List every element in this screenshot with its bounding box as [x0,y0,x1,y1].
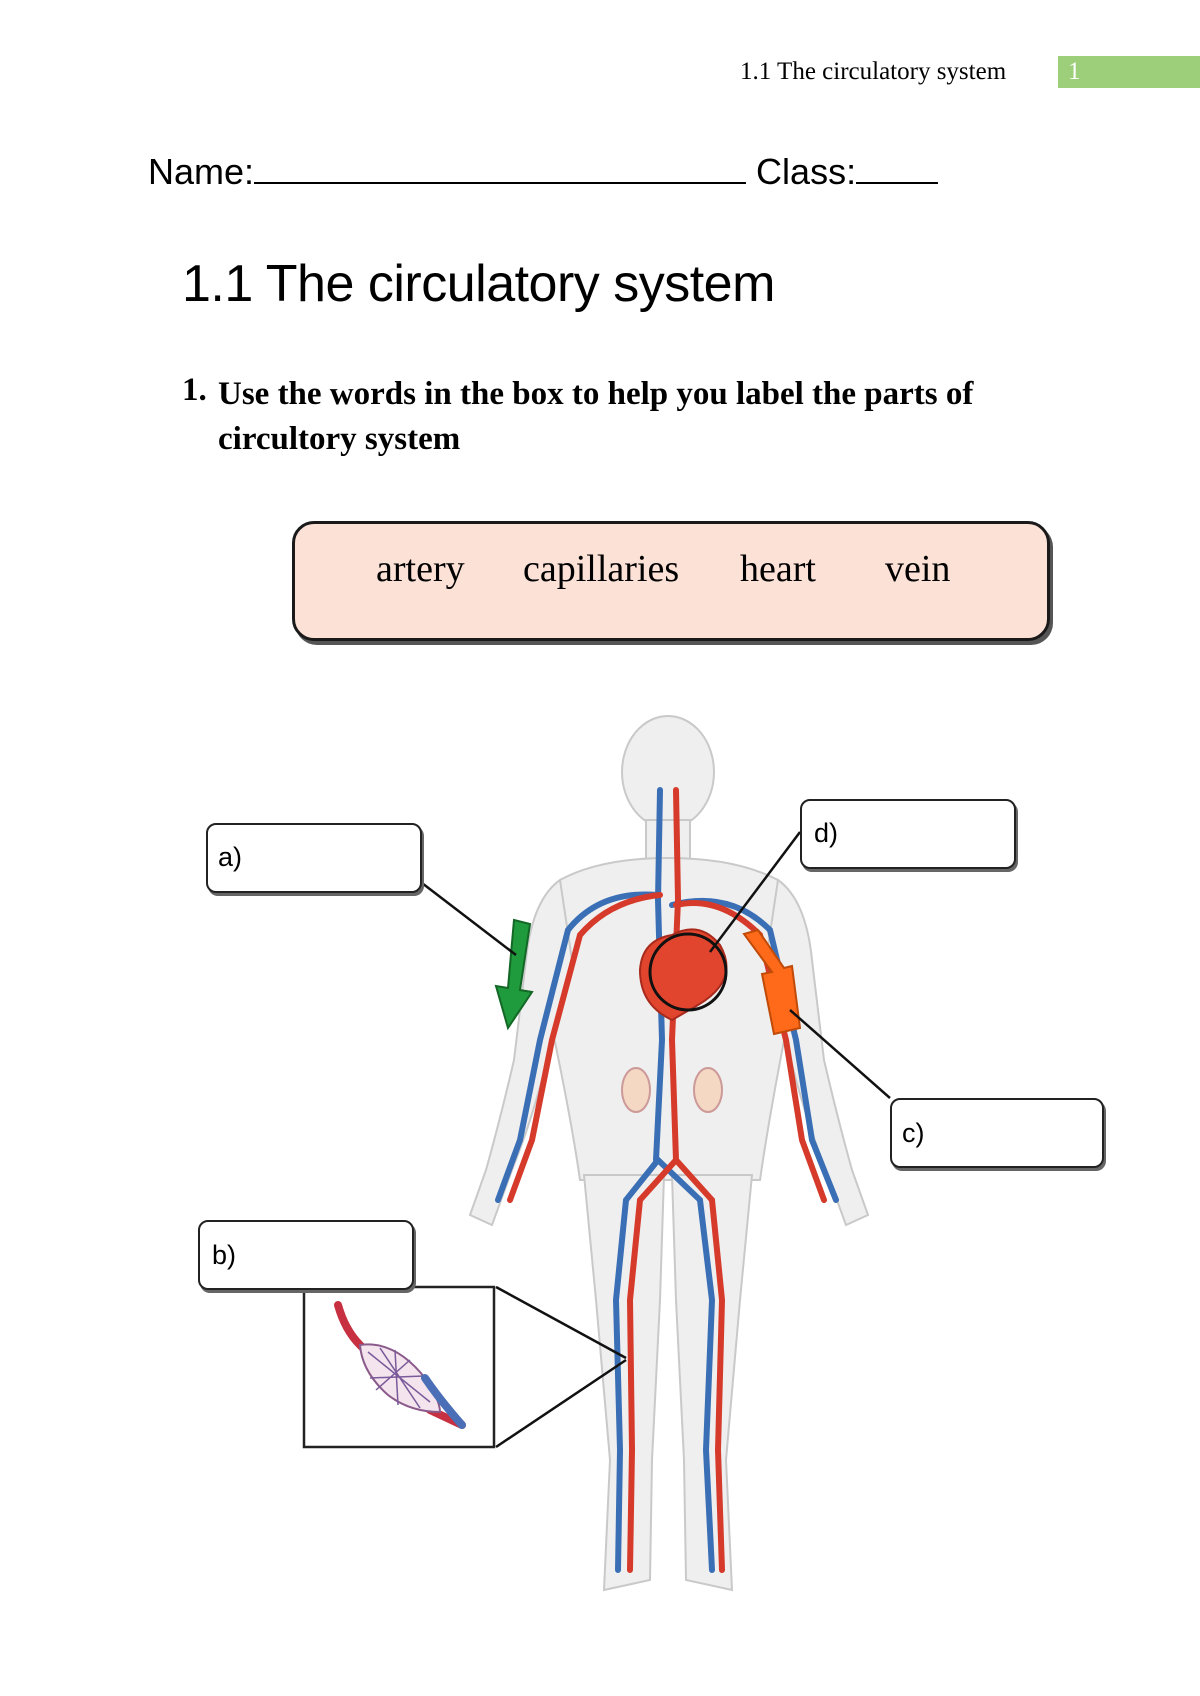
word-vein: vein [885,548,951,590]
label-c: c) [902,1118,925,1148]
label-box-c[interactable] [890,1098,1104,1168]
name-label: Name: [148,151,255,192]
orange-arrow [742,928,802,1036]
page-number: 1 [1068,58,1081,85]
question-text: Use the words in the box to help you lab… [218,376,974,457]
page-title: 1.1 The circulatory system [182,255,775,313]
page-number-bar [1058,56,1200,88]
running-header-title: 1.1 The circulatory system [740,58,1007,85]
label-box-d[interactable] [800,799,1016,869]
heart-highlight-circle [648,932,728,1012]
name-class-line: Name: Class: [148,150,939,193]
label-b: b) [212,1240,237,1270]
class-label: Class: [756,151,857,192]
class-field[interactable] [856,150,939,184]
word-bank-box [292,521,1050,641]
label-box-b[interactable] [198,1220,414,1290]
label-d: d) [814,818,839,848]
leader-lines [417,831,891,1449]
label-a: a) [218,842,243,872]
word-artery: artery [376,548,465,590]
question-number: 1. [182,372,207,408]
right-kidney [693,1067,723,1113]
left-kidney [621,1067,651,1113]
label-box-a[interactable] [206,823,422,893]
name-field[interactable] [254,150,747,184]
green-arrow [494,918,534,1031]
body-silhouette [468,715,870,1592]
word-capillaries: capillaries [523,548,680,590]
word-heart: heart [740,548,816,590]
capillaries-inset [302,1285,496,1449]
